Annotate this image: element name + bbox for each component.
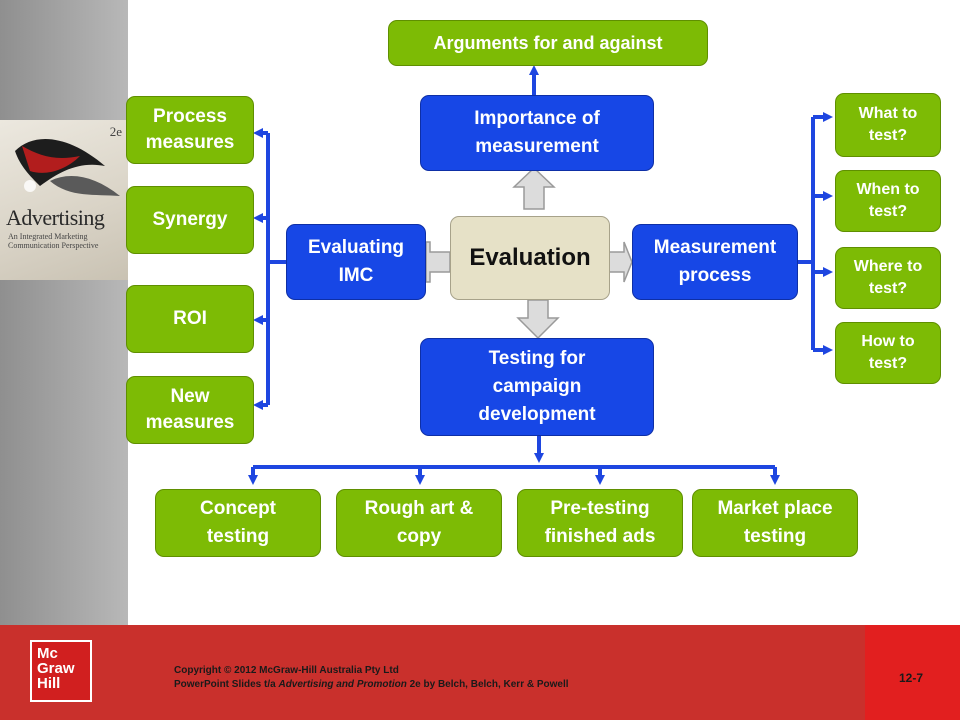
right-item-what: What to test? xyxy=(835,93,941,157)
left-item-new-measures: New measures xyxy=(126,376,254,444)
evaluation-center-node: Evaluation xyxy=(450,216,610,300)
left-item-synergy: Synergy xyxy=(126,186,254,254)
mcgraw-hill-logo: Mc Graw Hill xyxy=(30,640,92,702)
slides-suffix: 2e by Belch, Belch, Kerr & Powell xyxy=(406,679,569,690)
book-edition: 2e xyxy=(109,124,122,139)
right-item-when: When to test? xyxy=(835,170,941,232)
bottom-item-market-place: Market place testing xyxy=(692,489,858,557)
logo-text: Mc Graw Hill xyxy=(37,645,75,692)
book-title: Advertising xyxy=(6,205,105,230)
right-block-arrow xyxy=(607,241,633,283)
page-number: 12-7 xyxy=(899,671,924,685)
left-item-roi: ROI xyxy=(126,285,254,353)
arguments-node: Arguments for and against xyxy=(388,20,708,66)
evaluating-imc-node: Evaluating IMC xyxy=(286,224,426,300)
importance-node: Importance of measurement xyxy=(420,95,654,171)
slides-credit: PowerPoint Slides t/a Advertising and Pr… xyxy=(174,678,569,692)
bottom-item-concept: Concept testing xyxy=(155,489,321,557)
down-block-arrow xyxy=(516,299,560,340)
left-item-process-measures: Process measures xyxy=(126,96,254,164)
footer-bar xyxy=(0,625,865,720)
left-block-arrow xyxy=(425,241,451,283)
left-sidebar xyxy=(0,0,128,625)
copyright-text: Copyright © 2012 McGraw-Hill Australia P… xyxy=(174,665,399,676)
book-cover-artwork xyxy=(15,139,120,196)
footer-page-panel xyxy=(865,625,960,720)
measurement-process-node: Measurement process xyxy=(632,224,798,300)
book-subtitle: An Integrated Marketing Communication Pe… xyxy=(8,232,99,250)
footer-copyright-block: Copyright © 2012 McGraw-Hill Australia P… xyxy=(174,664,569,692)
book-cover-image: 2e Advertising An Integrated Marketing C… xyxy=(0,120,128,280)
bottom-item-rough-art: Rough art & copy xyxy=(336,489,502,557)
slides-book-title: Advertising and Promotion xyxy=(278,679,407,690)
bottom-item-pre-testing: Pre-testing finished ads xyxy=(517,489,683,557)
testing-node: Testing for campaign development xyxy=(420,338,654,436)
slides-prefix: PowerPoint Slides t/a xyxy=(174,679,279,690)
up-block-arrow xyxy=(512,166,556,210)
right-item-how: How to test? xyxy=(835,322,941,384)
right-item-where: Where to test? xyxy=(835,247,941,309)
